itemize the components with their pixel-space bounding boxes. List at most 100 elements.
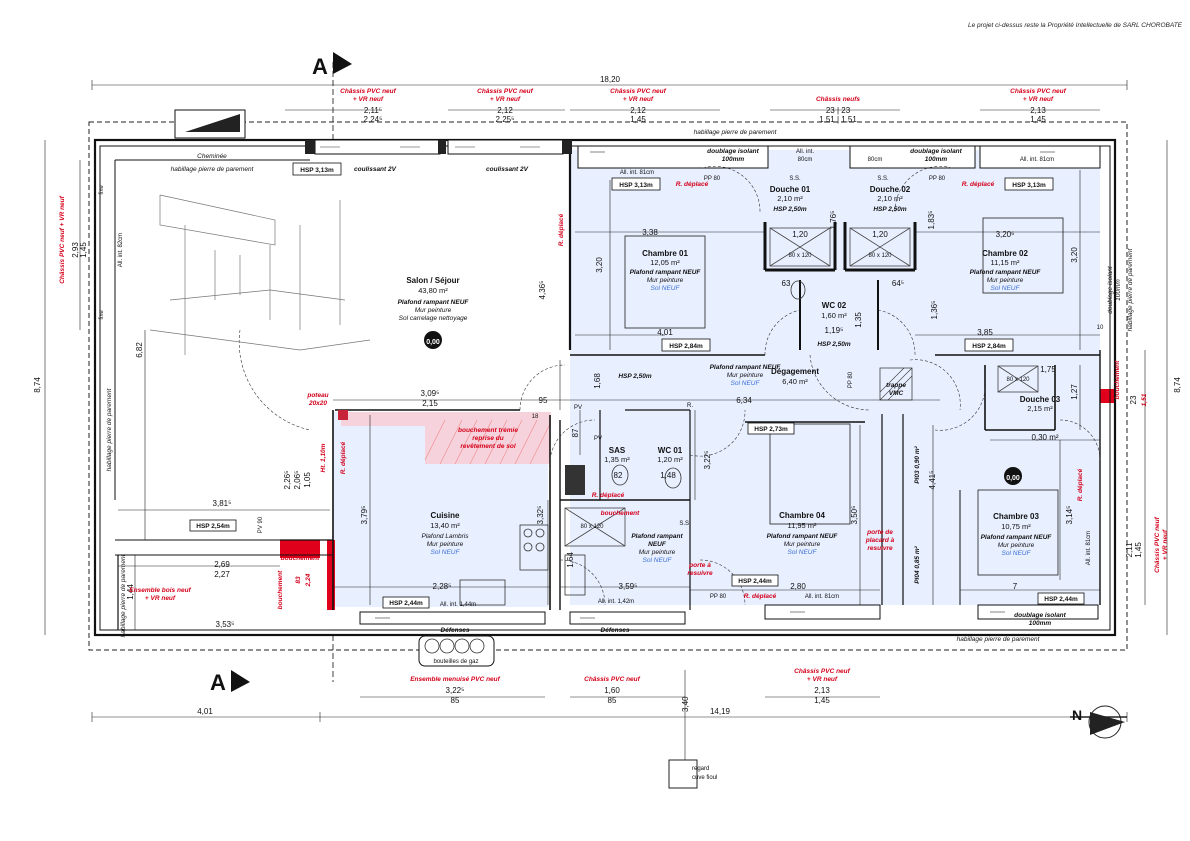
ceil-degagement: Plafond rampant NEUF (710, 364, 782, 371)
room-wc01: WC 01 (658, 446, 683, 455)
dim-95: 95 (539, 396, 548, 405)
area-wc02: 1,60 m² (821, 311, 847, 320)
ceil-cuisine: Plafond Lambris (422, 533, 470, 540)
dim-4-36: 4,36⁵ (538, 281, 547, 300)
copyright-notice: Le projet ci-dessus reste la Propriété I… (968, 22, 1182, 29)
hsp-wc02: HSP 2,50m (817, 341, 851, 348)
note-bot1: Ensemble menuisé PVC neuf (410, 676, 500, 683)
dim-left-c: 6,82 (135, 342, 144, 358)
dim-bot2-a: 1,60 (604, 686, 620, 695)
tremie-zone (425, 420, 550, 464)
dim-bot2-b: 85 (608, 696, 617, 705)
floor-degagement: Sol NEUF (731, 380, 761, 387)
all-int-80: All. int. (796, 149, 814, 155)
all-int-144: All. int. 1,44m (440, 602, 476, 608)
bed-chambre01 (624, 235, 706, 329)
area-degagement: 6,40 m² (782, 377, 808, 386)
habillage-left: habillage pierre de parement (106, 387, 113, 471)
kitchen-fixtures (459, 280, 806, 606)
hsp-box-1 (292, 162, 342, 176)
level-markers: 0,00 0,00 (424, 331, 1022, 485)
habillage-top: habillage pierre de parement (694, 129, 778, 136)
dim-3-22: 3,50⁵ (850, 506, 859, 525)
dim-2-06: 2,06⁵ (293, 471, 302, 490)
dim-63: 63 (782, 279, 791, 288)
pp80-deg: PP 80 (848, 371, 854, 388)
shower-size-1: 80 x 120 (788, 253, 812, 259)
placard-1: porte de (866, 529, 893, 536)
dim-1-35: 1,35 (854, 312, 863, 328)
note-top3-b: + VR neuf (623, 96, 654, 103)
dim-82: 1,48 (660, 471, 676, 480)
shower-size-3: 80 x 120 (1006, 377, 1030, 383)
doublage-bottom-ep: 100mm (1029, 620, 1052, 627)
room-chambre03: Chambre 03 (993, 512, 1039, 521)
dim-6-34: 6,34 (736, 396, 752, 405)
dim-bot3-a: 2,13 (814, 686, 830, 695)
dim-overall-height-right: 8,74 (1173, 377, 1182, 393)
wall-posts (305, 140, 585, 495)
area-wc01: 1,20 m² (657, 455, 683, 464)
dim-right-c: 1,27 (1070, 384, 1079, 400)
ceil-salon: Plafond rampant NEUF (398, 299, 470, 306)
area-cuisine: 13,40 m² (430, 521, 460, 530)
defenses-2: Défenses (601, 627, 630, 634)
room-chambre04: Chambre 04 (779, 511, 825, 520)
hsp-box-4 (661, 338, 711, 352)
tremie-note-2: reprise du (472, 435, 503, 442)
fixe-1: fixe (99, 185, 105, 195)
pi04: PI04 0,85 m² (914, 545, 921, 583)
hsp-ch02b: HSP 2,84m (972, 343, 1006, 350)
floor-chambre04: Sol NEUF (788, 549, 818, 556)
hsp-ch01: HSP 3,13m (619, 182, 653, 189)
bouchement-kitchen (327, 540, 335, 610)
wall-chambre03: Mur peinture (998, 542, 1035, 549)
shower-size-4: 80 x 120 (580, 524, 604, 530)
dim-right-a: 3,20 (1070, 247, 1079, 263)
floor-chambre01: Sol NEUF (651, 285, 681, 292)
dim-right-h: 1,51 (1141, 393, 1148, 406)
dim-bot1-b: 85 (451, 696, 460, 705)
dim-left-a: 2,93 (71, 242, 80, 258)
wall-chambre01: Mur peinture (647, 277, 684, 284)
gas-bottles-icon (424, 638, 485, 654)
trappe-label: trappe (886, 382, 906, 389)
fixe-2: fixe (99, 310, 105, 320)
note-top5-b: + VR neuf (1023, 96, 1054, 103)
level-chambre03: 0,00 (1006, 475, 1020, 482)
dim-3-20-ch01: 3,20 (595, 257, 604, 273)
defenses-1: Défenses (441, 627, 470, 634)
hsp-box-2 (611, 177, 661, 191)
bed-chambre02 (982, 217, 1064, 294)
habillage-bottom: habillage pierre de parement (957, 636, 1041, 643)
dim-right-d: 4,41⁵ (928, 471, 937, 490)
ss-3: S.S. (679, 521, 691, 527)
dim-1-68: 1,75 (1040, 365, 1056, 374)
walls (93, 138, 1117, 637)
hsp-ch04: HSP 2,73m (754, 426, 788, 433)
dim-3-38: 3,38 (642, 228, 658, 237)
all-int-81-c: All. int. 81cm (805, 594, 839, 600)
dim-18: 18 (532, 414, 539, 420)
floor-chambre02: Sol NEUF (991, 285, 1021, 292)
r-label: R. (687, 403, 693, 409)
hsp-box-8 (747, 422, 795, 435)
dim-64: 64⁵ (892, 279, 904, 288)
room-douche03: Douche 03 (1020, 395, 1061, 404)
all-int-81-right: All. int. 81cm (1086, 531, 1092, 565)
section-mark-bottom: A (210, 635, 334, 695)
bouteilles-label: bouteilles de gaz (433, 659, 478, 665)
pv90: PV 90 (258, 516, 264, 533)
pv-1: PV (574, 405, 582, 411)
note-bot2: Châssis PVC neuf (584, 676, 640, 683)
dim-3-59: 2,80 (790, 582, 806, 591)
all-int-82: All. int. 82cm (118, 233, 124, 267)
bed-chambre03 (977, 489, 1059, 576)
wall-chambre02: Mur peinture (987, 277, 1024, 284)
dim-2-24: 2,24 (305, 573, 312, 587)
top-windows (174, 109, 1101, 667)
dim-1-19: 1,19⁵ (825, 326, 844, 335)
dim-1-76: 1,76⁵ (829, 211, 838, 230)
note-bot3-b: + VR neuf (807, 676, 838, 683)
dim-left-d: 1,44 (126, 584, 135, 600)
